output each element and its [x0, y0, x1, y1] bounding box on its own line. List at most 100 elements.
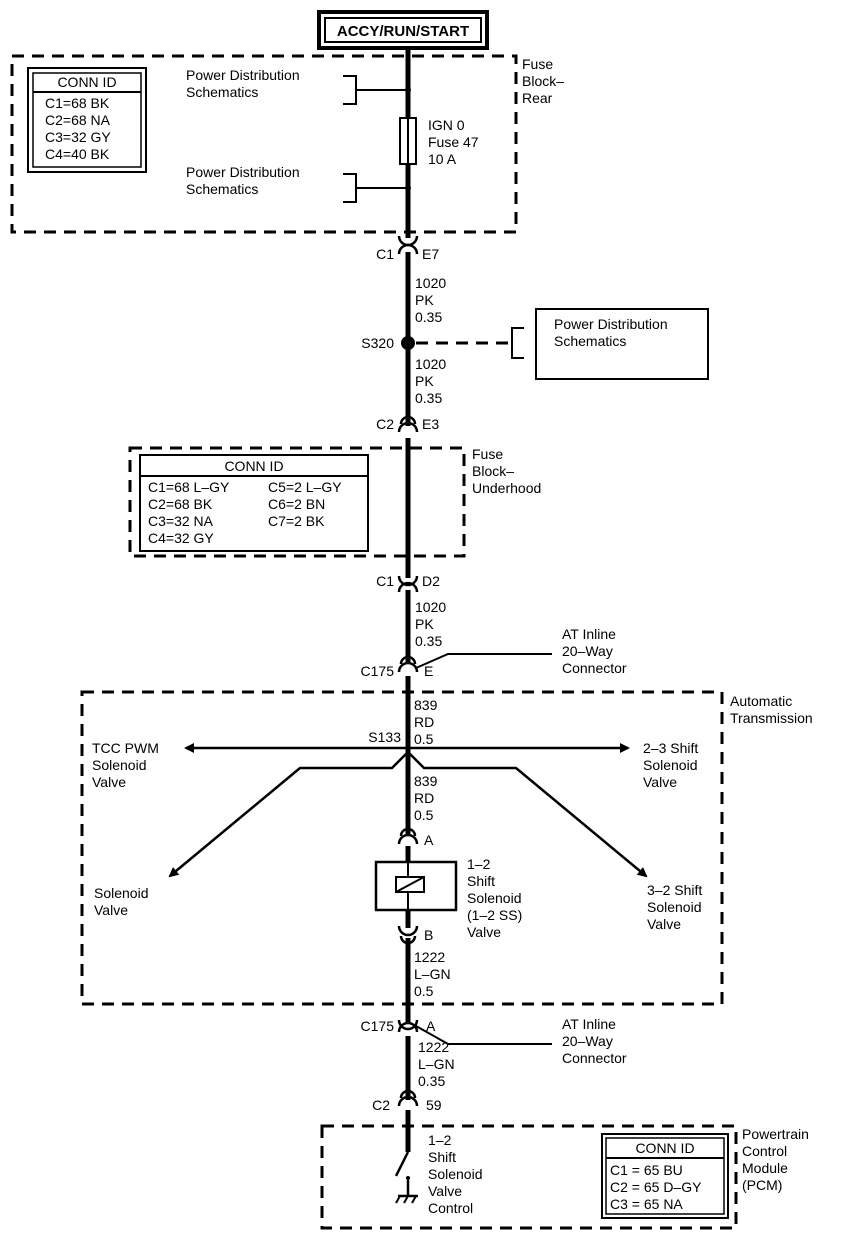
at-inline-top-leader	[415, 653, 552, 669]
connector-c175-e-right: E	[424, 663, 433, 679]
wire-1020-a-2: PK	[415, 292, 434, 308]
wire-839-a-2: RD	[414, 714, 434, 730]
at-inline-bottom-2: 20–Way	[562, 1033, 613, 1049]
pd-bracket-1	[343, 75, 408, 105]
pcm-control-5: Control	[428, 1200, 473, 1216]
conn-id-rear-2: C2=68 NA	[45, 112, 111, 128]
wire-839-b-3: 0.5	[414, 807, 434, 823]
splice-s133-label: S133	[368, 729, 401, 745]
shift-12-5: Valve	[467, 924, 501, 940]
conn-id-pcm-1: C1 = 65 BU	[610, 1162, 683, 1178]
pd-schematics-1-line-1: Power Distribution	[186, 67, 300, 83]
shift-23-3: Valve	[643, 774, 677, 790]
tcc-pwm-1: TCC PWM	[92, 740, 159, 756]
conn-id-rear-4: C4=40 BK	[45, 146, 110, 162]
connector-c2-e3-left: C2	[376, 416, 394, 432]
fuse-label-1: IGN 0	[428, 117, 465, 133]
connector-c175-e: C175 E	[361, 655, 433, 679]
shift-12-4: (1–2 SS)	[467, 907, 522, 923]
shift-23-1: 2–3 Shift	[643, 740, 698, 756]
connector-c175-a-right: A	[426, 1018, 436, 1034]
pd-schematics-box-line-2: Schematics	[554, 333, 626, 349]
power-source-box: ACCY/RUN/START	[317, 10, 489, 50]
shift-12-1: 1–2	[467, 856, 491, 872]
conn-id-rear-1: C1=68 BK	[45, 95, 110, 111]
fuse-label-2: Fuse 47	[428, 134, 479, 150]
wire-1020-b-1: 1020	[415, 356, 446, 372]
at-inline-top-2: 20–Way	[562, 643, 613, 659]
connector-c175-a-left: C175	[361, 1018, 395, 1034]
pcm-name-2: Control	[742, 1143, 787, 1159]
fuse-block-rear-name-1: Fuse	[522, 56, 553, 72]
conn-id-title-rear: CONN ID	[57, 74, 116, 90]
shift-32-2: Solenoid	[647, 899, 702, 915]
fuse-47	[399, 117, 417, 165]
pcm-switch	[394, 1151, 410, 1196]
conn-id-table-rear: CONN ID C1=68 BK C2=68 NA C3=32 GY C4=40…	[27, 67, 147, 173]
tcc-pwm-2: Solenoid	[92, 757, 147, 773]
tcc-pwm-3: Valve	[92, 774, 126, 790]
connector-c1-e7-right: E7	[422, 246, 439, 262]
shift-12-solenoid	[374, 860, 458, 912]
pcm-control-2: Shift	[428, 1149, 456, 1165]
conn-id-pcm-2: C2 = 65 D–GY	[610, 1179, 702, 1195]
auto-trans-name-1: Automatic	[730, 693, 792, 709]
wire-1020-a-3: 0.35	[415, 309, 442, 325]
pin-b-label: B	[424, 927, 433, 943]
wire-1020-c-3: 0.35	[415, 633, 442, 649]
connector-c2-59-right: 59	[426, 1097, 442, 1113]
splice-s320-label: S320	[361, 335, 394, 351]
at-inline-bottom-3: Connector	[562, 1050, 627, 1066]
wire-839-b-1: 839	[414, 773, 438, 789]
connector-c2-e3: C2 E3	[376, 415, 439, 433]
wire-1222-b-1: 1222	[418, 1039, 449, 1055]
wire-1222-a-1: 1222	[414, 949, 445, 965]
pcm-name-3: Module	[742, 1160, 788, 1176]
shift-23-2: Solenoid	[643, 757, 698, 773]
connector-pin-b: B	[397, 925, 433, 945]
conn-id-underhood-2: C2=68 BK	[148, 496, 213, 512]
splice-s320: S320	[361, 327, 524, 359]
connector-c1-d2-left: C1	[376, 573, 394, 589]
at-inline-top-1: AT Inline	[562, 626, 616, 642]
shift-12-2: Shift	[467, 873, 495, 889]
pcm-name-4: (PCM)	[742, 1177, 782, 1193]
wire-1020-b-3: 0.35	[415, 390, 442, 406]
shift-12-3: Solenoid	[467, 890, 522, 906]
wire-839-a-1: 839	[414, 697, 438, 713]
conn-id-title-underhood: CONN ID	[224, 458, 283, 474]
power-source-label: ACCY/RUN/START	[337, 23, 469, 40]
wire-1020-c-2: PK	[415, 616, 434, 632]
conn-id-title-pcm: CONN ID	[635, 1140, 694, 1156]
solenoid-valve-2: Valve	[94, 902, 128, 918]
pcm-name-1: Powertrain	[742, 1126, 809, 1142]
auto-trans-name-2: Transmission	[730, 710, 813, 726]
at-inline-bottom-leader	[415, 1025, 552, 1045]
pd-bracket-2	[343, 173, 408, 203]
wire-1222-a-3: 0.5	[414, 983, 434, 999]
at-inline-top-3: Connector	[562, 660, 627, 676]
conn-id-underhood-5: C5=2 L–GY	[268, 479, 342, 495]
connector-pin-a: A	[397, 827, 434, 848]
pcm-control-4: Valve	[428, 1183, 462, 1199]
pd-schematics-1-line-2: Schematics	[186, 84, 258, 100]
conn-id-underhood-4: C4=32 GY	[148, 530, 214, 546]
wire-1222-b-2: L–GN	[418, 1056, 455, 1072]
shift-32-1: 3–2 Shift	[647, 882, 702, 898]
pd-schematics-box-line-1: Power Distribution	[554, 316, 668, 332]
pd-schematics-2-line-2: Schematics	[186, 181, 258, 197]
connector-c1-d2-right: D2	[422, 573, 440, 589]
connector-c2-59: C2 59	[372, 1089, 442, 1113]
fuse-block-underhood: Fuse Block– Underhood CONN ID C1=68 L–GY…	[128, 446, 541, 558]
connector-c175-a: C175 A	[361, 1018, 436, 1034]
conn-id-underhood-6: C6=2 BN	[268, 496, 325, 512]
at-inline-bottom-1: AT Inline	[562, 1016, 616, 1032]
fuse-block-rear: Fuse Block– Rear CONN ID C1=68 BK C2=68 …	[10, 54, 564, 234]
connector-c175-e-left: C175	[361, 663, 395, 679]
ground-icon	[395, 1194, 418, 1204]
pd-schematics-box: Power Distribution Schematics	[535, 308, 709, 380]
connector-c1-d2: C1 D2	[376, 573, 440, 593]
connector-c2-59-left: C2	[372, 1097, 390, 1113]
conn-id-table-underhood: CONN ID C1=68 L–GY C2=68 BK C3=32 NA C4=…	[139, 454, 369, 552]
wire-839-a-3: 0.5	[414, 731, 434, 747]
